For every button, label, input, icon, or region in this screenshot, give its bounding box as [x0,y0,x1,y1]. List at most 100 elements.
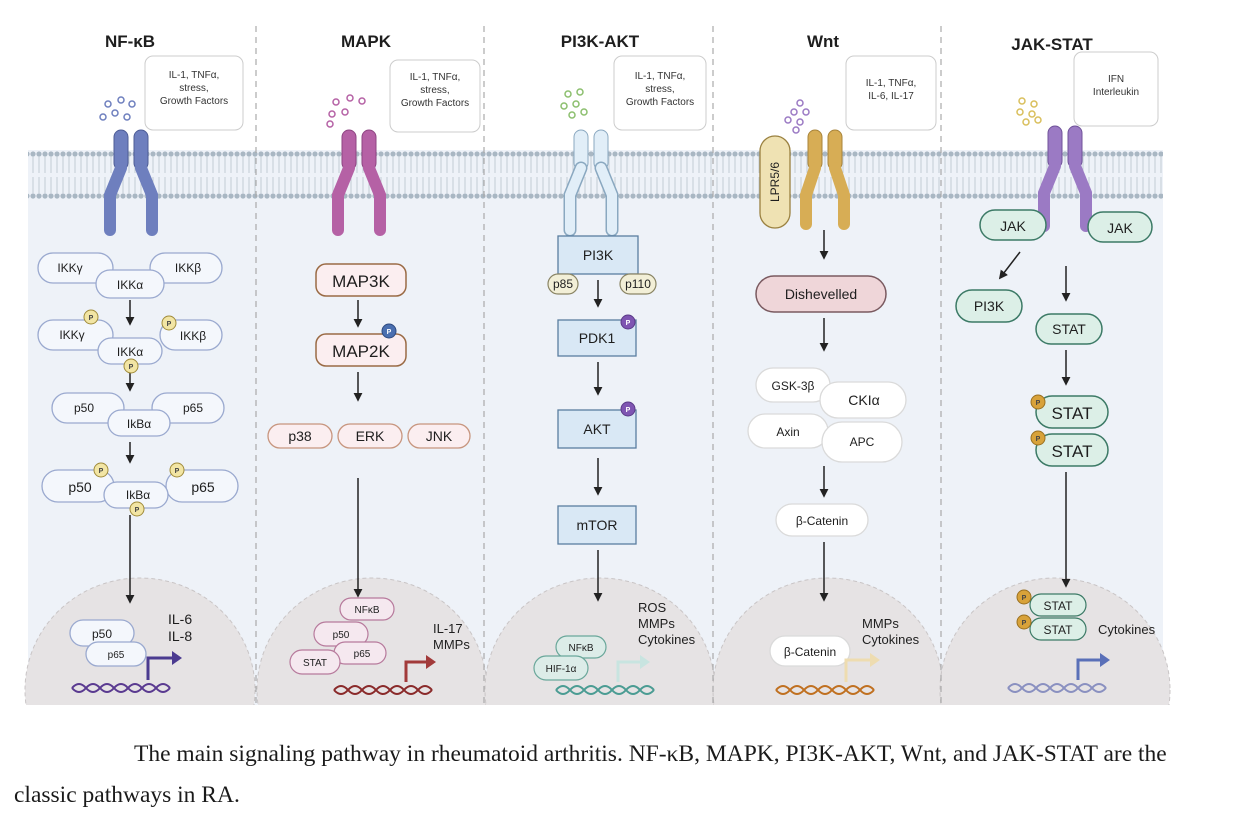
phospho-icon: P [620,401,636,417]
pi3k-nuc-nfkb: NFκB [569,643,594,654]
pi3k-ligand-molecules [560,88,588,119]
jakstat-dna-icon [1007,683,1107,693]
mapk-transcription-arrow [404,660,426,682]
pi3k-ligand-line: Growth Factors [626,97,694,108]
nfkb-ligand-box [144,55,244,131]
jakstat-ligand-molecules [1016,97,1042,126]
destruction-complex: GSK-3β CKIα Axin APC [747,367,907,463]
column-dividers [255,26,942,704]
jak-left-label: JAK [1000,218,1026,234]
jak-pi3k-label: PI3K [974,298,1005,314]
svg-text:P: P [1036,436,1041,443]
p38-label: p38 [288,428,312,444]
nfkb-ligand-line: IL-1, TNFα, [169,70,220,81]
ikba-label: IkBα [127,417,151,431]
p50-label: p50 [74,401,94,415]
nfkb-dna-icon [71,683,171,693]
mapk-receptor [332,129,386,236]
p65-p-label: p65 [191,479,215,495]
p65-label: p65 [183,401,203,415]
jakstat-title: JAK-STAT [1011,35,1093,54]
phospho-icon: P [620,314,636,330]
stat-label: STAT [1052,321,1086,337]
pi3k-receptor [563,129,619,237]
svg-text:P: P [1022,620,1027,627]
akt-label: AKT [583,421,611,437]
phospho-icon: P [129,501,145,517]
wnt-output-mmps: MMPs [862,616,899,631]
svg-text:P: P [129,364,134,371]
phospho-icon: P [93,462,109,478]
pi3k-dna-icon [555,685,655,695]
mapk-ligand-line: IL-1, TNFα, [410,72,461,83]
jak-nuc-stat-2: STAT [1044,623,1074,637]
svg-text:P: P [175,468,180,475]
nfkb-pathway: NF-κB IL-1, TNFα, stress, Growth Factors… [37,32,244,693]
pi3k-output-cytokines: Cytokines [638,632,696,647]
apc-label: APC [850,435,875,449]
stat-dimer-bottom-label: STAT [1052,442,1093,461]
wnt-title: Wnt [807,32,839,51]
pdk1-label: PDK1 [579,330,616,346]
ikba-complex-2: p50 p65 IkBα [41,469,239,509]
svg-text:P: P [1036,400,1041,407]
beta-catenin-label: β-Catenin [796,514,848,528]
nfkb-ligand-molecules [99,96,136,121]
svg-text:P: P [387,329,392,336]
svg-text:P: P [99,468,104,475]
mapk-nuc-stat: STAT [303,658,327,669]
jakstat-transcription-arrow [1076,658,1100,680]
pi3k-node-label: PI3K [583,247,614,263]
mapk-nuc-p50: p50 [333,630,350,641]
nfkb-receptor [104,129,158,236]
phospho-icon: P [1030,394,1046,410]
gsk3b-label: GSK-3β [772,379,815,393]
ikk-gamma-p-label: IKKγ [59,328,84,342]
jakstat-ligand-line: Interleukin [1093,87,1139,98]
phosphate-badges: P P P P P P P P P P P P P [83,309,1046,630]
nfkb-ligand-line: Growth Factors [160,96,228,107]
jakstat-ligand-box [1073,51,1159,127]
pi3k-transcription-arrow [616,660,640,682]
phospho-icon: P [83,309,99,325]
mapk-dna-icon [333,685,433,695]
svg-text:P: P [167,321,172,328]
nfkb-transcription-arrow [146,656,172,680]
jakstat-output-cytokines: Cytokines [1098,622,1156,637]
mapk-output-mmps: MMPs [433,637,470,652]
jakstat-nucleus-content: STAT STAT Cytokines [1007,593,1156,693]
ikk-beta-p-label: IKKβ [180,329,206,343]
pi3k-output-mmps: MMPs [638,616,675,631]
lpr56-label: LPR5/6 [768,162,782,202]
phospho-icon: P [123,358,139,374]
phospho-icon: P [169,462,185,478]
ikk-complex-2: IKKγ IKKβ IKKα [37,319,223,365]
map3k-label: MAP3K [332,272,390,291]
pi3k-ligand-box [613,55,707,131]
mapk-ligand-line: stress, [420,85,449,96]
lpr56-receptor [759,135,791,229]
nfkb-ligand-line: stress, [179,83,208,94]
map2k-label: MAP2K [332,342,390,361]
ikk-beta-label: IKKβ [175,261,201,275]
mapk-ligand-molecules [326,94,366,128]
wnt-receptor [800,129,850,230]
ikk-gamma-label: IKKγ [57,261,82,275]
ikk-alpha-p-label: IKKα [117,345,143,359]
nfkb-output-il6: IL-6 [168,611,192,627]
ikk-complex-1: IKKγ IKKβ IKKα [37,252,223,299]
wnt-nuc-beta-catenin: β-Catenin [784,645,836,659]
nfkb-output-il8: IL-8 [168,628,192,644]
mapk-nuc-p65: p65 [354,649,371,660]
jnk-label: JNK [426,428,453,444]
jak-right-label: JAK [1107,220,1133,236]
svg-text:P: P [89,315,94,322]
nfkb-nucleus-content: p50 p65 IL-6 IL-8 [69,611,192,693]
pi3k-pathway: PI3K-AKT IL-1, TNFα, stress, Growth Fact… [533,32,707,695]
mapk-ligand-line: Growth Factors [401,98,469,109]
pi3k-output-ros: ROS [638,600,667,615]
svg-text:P: P [626,320,631,327]
wnt-pathway: Wnt IL-1, TNFα, IL-6, IL-17 LPR5/6 Dishe… [747,32,937,695]
ikba-p-label: IkBα [126,488,150,502]
